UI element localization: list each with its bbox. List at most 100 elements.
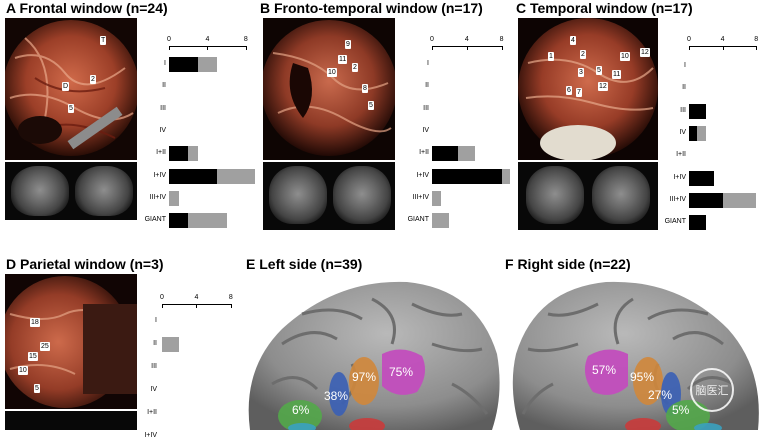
bar-segment-black [689, 170, 715, 186]
photo-number-label: 2 [580, 50, 586, 59]
category-label: IV [422, 126, 429, 134]
photo-number-label: 12 [640, 48, 650, 57]
panel-b-mri-images [263, 162, 395, 230]
category-label: I+IV [673, 173, 686, 181]
category-label: III [423, 104, 429, 112]
stacked-bar [689, 192, 757, 208]
x-tick-label: 8 [228, 294, 233, 301]
x-tick-label: 0 [430, 36, 434, 43]
stacked-bar [169, 213, 227, 229]
pct-label: 57% [592, 363, 616, 377]
mri-scan-2 [75, 166, 133, 216]
category-label: IV [150, 386, 157, 393]
category-label: I [164, 60, 166, 67]
photo-number-label: 5 [68, 104, 74, 113]
pct-label: 5% [672, 403, 690, 417]
category-label: I+IV [144, 432, 157, 439]
x-tick-label: 4 [205, 36, 210, 43]
stacked-bar [432, 190, 441, 206]
photo-number-label: 9 [345, 40, 351, 49]
category-label: II [162, 82, 166, 90]
region-cyan [288, 423, 316, 430]
mri-scan-2 [333, 166, 391, 224]
panel-a-mri-images [5, 162, 137, 220]
category-label: III [160, 104, 166, 112]
panel-e-brain-illustration: 97% 75% 38% 6% [248, 281, 500, 430]
x-tick-label: 8 [243, 36, 248, 43]
panel-b-surgical-photo [263, 18, 395, 160]
x-tick-label: 0 [167, 36, 171, 43]
photo-number-label: 5 [368, 101, 374, 110]
stacked-bar [169, 57, 217, 72]
category-label: I [684, 62, 686, 69]
pct-label: 97% [352, 370, 376, 384]
panel-a-title: A Frontal window (n=24) [6, 0, 168, 16]
stacked-bar [432, 168, 511, 184]
photo-number-label: 25 [40, 342, 50, 351]
region-blue [329, 372, 349, 416]
category-label: I+II [419, 149, 429, 157]
category-label: I [155, 317, 157, 324]
pct-label: 6% [292, 403, 310, 417]
x-tick-label: 4 [720, 36, 725, 43]
x-axis-tick [196, 304, 198, 308]
bar-segment-black [169, 146, 189, 162]
region-purple [584, 349, 628, 395]
region-orange [349, 357, 379, 405]
bar-segment-black [169, 213, 189, 229]
panel-c-photo-image [518, 18, 658, 160]
category-label: III [151, 363, 157, 370]
category-label: GIANT [144, 216, 166, 224]
category-label: GIANT [664, 218, 686, 226]
region-cyan [694, 423, 722, 430]
x-axis-tick [207, 46, 209, 50]
category-label: III+IV [149, 193, 166, 201]
x-axis-tick [466, 46, 468, 50]
bar-segment-black [689, 103, 706, 119]
panel-d-title: D Parietal window (n=3) [6, 256, 164, 272]
x-axis-tick [230, 304, 232, 308]
photo-number-label: 6 [566, 86, 572, 95]
mri-scan-2 [592, 166, 650, 224]
photo-number-label: 15 [28, 352, 38, 361]
panel-f-title: F Right side (n=22) [505, 256, 631, 272]
x-axis-tick [689, 46, 690, 50]
region-green [278, 400, 322, 430]
category-label: I+II [156, 149, 166, 157]
bar-segment-black [689, 215, 706, 231]
bar-segment-gray [217, 168, 256, 184]
bar-segment-gray [697, 125, 706, 141]
photo-number-label: 18 [30, 318, 40, 327]
category-label: III [680, 106, 686, 114]
x-axis-tick [245, 46, 247, 50]
bar-segment-gray [188, 146, 198, 162]
category-label: I+IV [153, 171, 166, 179]
bar-segment-gray [432, 213, 450, 229]
stacked-bar [162, 337, 180, 352]
bar-segment-black [432, 168, 502, 184]
photo-number-label: 8 [362, 84, 368, 93]
bar-segment-gray [501, 168, 511, 184]
photo-number-label: 7 [576, 88, 582, 97]
photo-number-label: 11 [338, 55, 348, 64]
stacked-bar [689, 125, 706, 141]
photo-number-label: D [62, 82, 70, 91]
category-label: IV [679, 128, 686, 136]
bar-segment-gray [162, 337, 180, 352]
photo-number-label: 3 [578, 68, 584, 77]
panel-a-photo-image [5, 18, 137, 160]
bar-segment-gray [432, 190, 441, 206]
stacked-bar [689, 215, 706, 231]
category-label: II [153, 340, 157, 347]
category-label: I+II [147, 409, 157, 416]
x-axis-tick [756, 46, 758, 50]
category-label: IV [159, 126, 166, 134]
photo-number-label: 5 [34, 384, 40, 393]
panel-b-photo-image [263, 18, 395, 160]
photo-number-label: T [100, 36, 107, 45]
x-axis-tick [432, 46, 433, 50]
photo-number-label: 2 [352, 63, 358, 72]
x-tick-label: 4 [194, 294, 199, 301]
category-label: III+IV [412, 193, 429, 201]
category-label: II [425, 82, 429, 90]
